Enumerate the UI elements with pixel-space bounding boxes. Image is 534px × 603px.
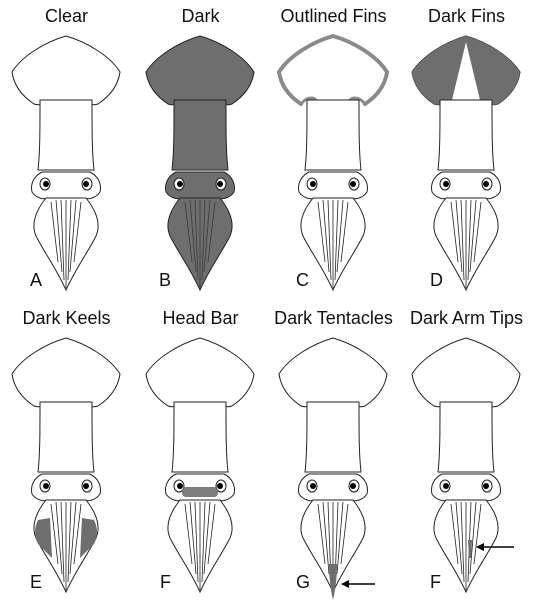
panel-dark: Dark B [134, 0, 267, 301]
panel-letter: D [430, 270, 443, 291]
right-pupil [83, 181, 89, 187]
fins [412, 338, 520, 407]
left-pupil [310, 483, 316, 489]
mantle [305, 100, 361, 170]
mantle [438, 402, 494, 472]
fins [12, 338, 120, 407]
panel-letter: G [296, 572, 310, 593]
mantle [172, 402, 228, 472]
left-pupil [43, 181, 49, 187]
right-pupil [350, 181, 356, 187]
mantle [38, 100, 94, 170]
panel-letter: C [296, 270, 309, 291]
fins [146, 338, 254, 407]
panel-letter: F [430, 572, 441, 593]
right-pupil [483, 181, 489, 187]
squid-drawing-dark-keels [0, 302, 133, 603]
squid-drawing-outlined-fins [267, 0, 400, 301]
left-pupil [43, 483, 49, 489]
panel-letter: B [159, 270, 171, 291]
left-pupil [177, 181, 183, 187]
squid-drawing-dark-fins [400, 0, 533, 301]
squid-drawing-dark [134, 0, 267, 301]
mantle [305, 402, 361, 472]
squid-drawing-dark-arm-tips [400, 302, 533, 603]
right-pupil [217, 181, 223, 187]
right-pupil [483, 483, 489, 489]
left-pupil [443, 483, 449, 489]
mantle [38, 402, 94, 472]
fins [146, 36, 254, 105]
panel-letter: F [160, 572, 171, 593]
arrow-head [341, 580, 349, 588]
panel-dark-fins: Dark Fins D [400, 0, 533, 301]
right-pupil [83, 483, 89, 489]
mantle [172, 100, 228, 170]
left-pupil [310, 181, 316, 187]
panel-dark-tentacles: Dark Tentacles G [267, 302, 400, 603]
panel-dark-arm-tips: Dark Arm Tips F [400, 302, 533, 603]
panel-outlined-fins: Outlined Fins C [267, 0, 400, 301]
squid-drawing-head-bar [134, 302, 267, 603]
dark-tentacle-tips [329, 564, 337, 600]
right-pupil [350, 483, 356, 489]
left-pupil [443, 181, 449, 187]
panel-letter: E [30, 572, 42, 593]
squid-drawing-dark-tentacles [267, 302, 400, 603]
right-pupil [217, 483, 223, 489]
panel-head-bar: Head Bar F [134, 302, 267, 603]
panel-dark-keels: Dark Keels E [0, 302, 133, 603]
squid-drawing-clear [0, 0, 133, 301]
fins [279, 36, 387, 105]
panel-clear: Clear A [0, 0, 133, 301]
fins [279, 338, 387, 407]
fins [12, 36, 120, 105]
head-bar-band [182, 487, 218, 497]
mantle [438, 100, 494, 170]
panel-letter: A [30, 270, 42, 291]
left-pupil [177, 483, 183, 489]
